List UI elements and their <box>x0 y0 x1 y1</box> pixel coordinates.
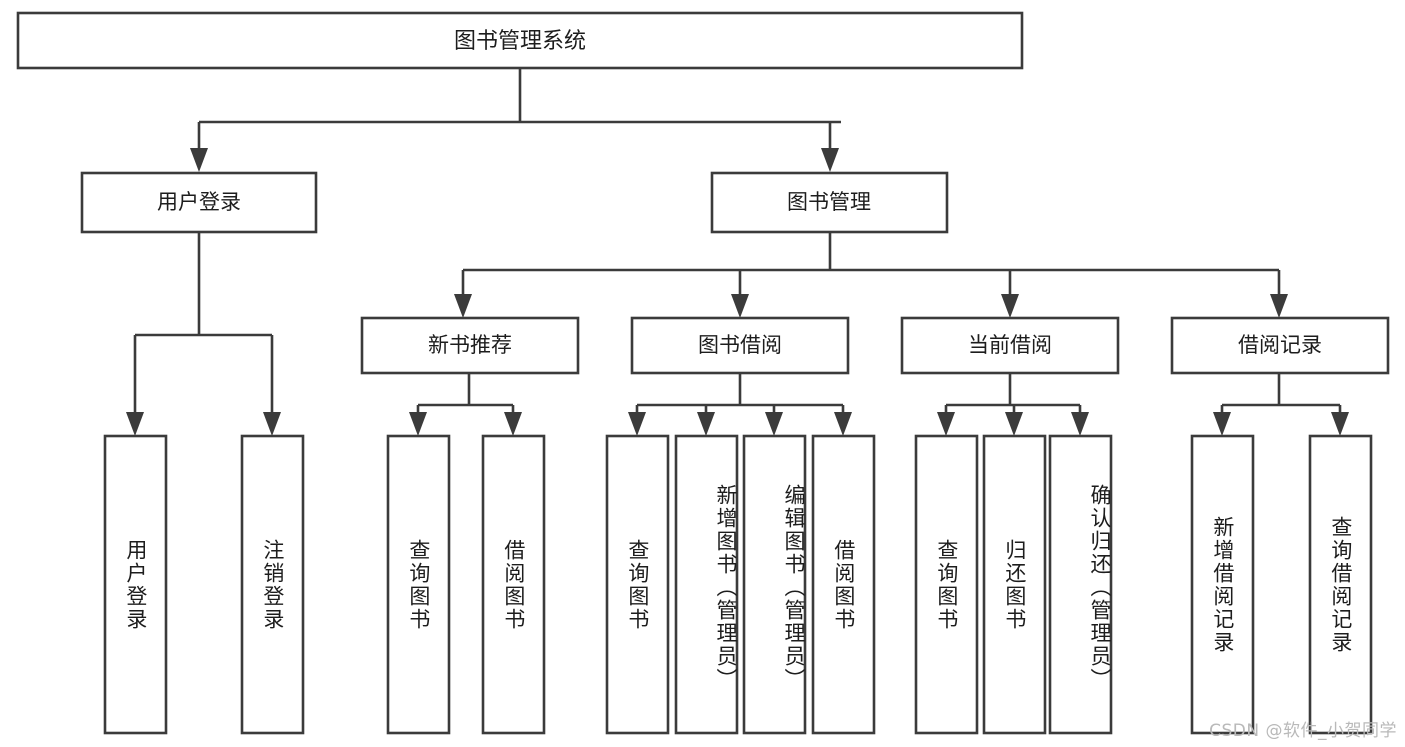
arrow-head-login-1 <box>126 412 144 436</box>
node-book-borrow-label: 图书借阅 <box>698 333 782 357</box>
connector-current-borrow-to-leaves <box>937 373 1089 436</box>
node-new-book-recommend[interactable] <box>360 316 580 375</box>
node-leaf-query-book-bb[interactable] <box>605 434 670 735</box>
node-leaf-add-borrow-record[interactable] <box>1190 434 1255 735</box>
connector-new-book-to-leaves <box>409 373 522 436</box>
node-leaf-add-book-admin[interactable] <box>674 434 739 735</box>
connector-user-login-to-leaves <box>126 232 281 436</box>
node-new-book-recommend-label: 新书推荐 <box>428 333 512 357</box>
arrow-head-book-borrow <box>731 294 749 318</box>
arrow-head-cb-2 <box>1005 412 1023 436</box>
arrow-head-bb-4 <box>834 412 852 436</box>
arrow-head-bb-2 <box>697 412 715 436</box>
node-root-book-management-system[interactable] <box>16 11 1024 70</box>
node-book-borrow[interactable] <box>630 316 850 375</box>
csdn-watermark: CSDN @软件_小贺同学 <box>1209 721 1397 741</box>
arrow-head-cb-1 <box>937 412 955 436</box>
arrow-head-user-login <box>190 148 208 172</box>
connector-borrow-record-to-leaves <box>1213 373 1349 436</box>
node-borrow-record[interactable] <box>1170 316 1390 375</box>
node-leaf-query-book-nb[interactable] <box>386 434 451 735</box>
arrow-head-nb-2 <box>504 412 522 436</box>
arrow-head-bb-1 <box>628 412 646 436</box>
arrow-head-borrow-record <box>1270 294 1288 318</box>
node-book-management-label: 图书管理 <box>787 190 871 214</box>
node-leaf-return-book[interactable] <box>982 434 1047 735</box>
node-leaf-borrow-book-bb[interactable] <box>811 434 876 735</box>
node-borrow-record-label: 借阅记录 <box>1238 333 1322 357</box>
node-leaf-confirm-return-admin[interactable] <box>1048 434 1113 735</box>
node-leaf-query-book-cb[interactable] <box>914 434 979 735</box>
connector-book-manage-to-level2 <box>454 232 1288 318</box>
arrow-head-bb-3 <box>765 412 783 436</box>
node-user-login[interactable] <box>80 171 318 234</box>
node-current-borrow[interactable] <box>900 316 1120 375</box>
connector-root-to-level1 <box>190 68 841 172</box>
node-leaf-user-login[interactable] <box>103 434 168 735</box>
node-user-login-label: 用户登录 <box>157 190 241 214</box>
node-root-label: 图书管理系统 <box>454 29 586 54</box>
arrow-head-new-book <box>454 294 472 318</box>
connector-book-borrow-to-leaves <box>628 373 852 436</box>
arrow-head-br-2 <box>1331 412 1349 436</box>
arrow-head-br-1 <box>1213 412 1231 436</box>
arrow-head-book-manage <box>821 148 839 172</box>
node-leaf-edit-book-admin[interactable] <box>742 434 807 735</box>
node-leaf-logout-login[interactable] <box>240 434 305 735</box>
arrow-head-current-borrow <box>1001 294 1019 318</box>
arrow-head-login-2 <box>263 412 281 436</box>
node-leaf-query-borrow-record[interactable] <box>1308 434 1373 735</box>
arrow-head-cb-3 <box>1071 412 1089 436</box>
node-current-borrow-label: 当前借阅 <box>968 333 1052 357</box>
node-book-management[interactable] <box>710 171 949 234</box>
arrow-head-nb-1 <box>409 412 427 436</box>
node-leaf-borrow-book-nb[interactable] <box>481 434 546 735</box>
